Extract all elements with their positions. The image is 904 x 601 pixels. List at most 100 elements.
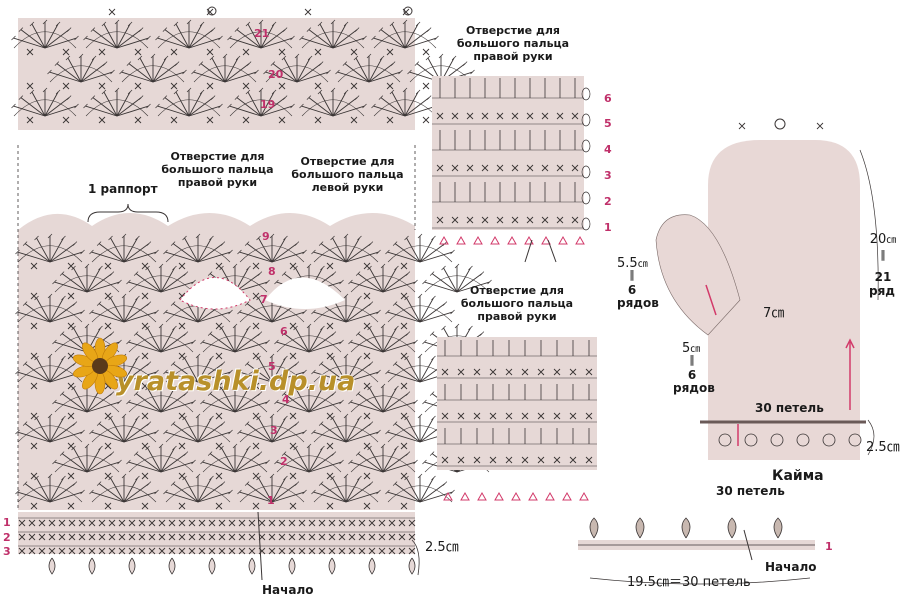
row-number-5: 5 [268,360,276,373]
sc-symbol [108,533,116,541]
sc-symbol [134,48,142,56]
chain-loop [581,87,591,101]
thumb-hole-left-label: Отверстие для большого пальца левой руки [291,155,404,194]
sc-symbol [398,519,406,527]
sc-symbol [178,262,186,270]
row-number-2: 2 [280,455,288,468]
sc-symbol [268,533,276,541]
sc-symbol [400,322,408,330]
chain-loop [581,217,591,231]
sc-symbol [348,533,356,541]
sc-symbol [26,82,34,90]
ring-symbol [403,6,413,16]
shell-motif [163,413,233,443]
start-triangle [473,235,483,245]
length-eq: ‖ [880,248,886,261]
sc-symbol [67,442,75,450]
stitches-label: 30 петель [755,401,824,415]
sc-symbol [98,82,106,90]
sc-symbol [358,547,366,555]
sc-symbol [218,533,226,541]
lower-rows: 6 [687,368,697,382]
sc-symbol [441,412,449,420]
sc-symbol [541,112,549,120]
sc-symbol [48,547,56,555]
sc-symbol [178,519,186,527]
sc-symbol [585,412,593,420]
sc-symbol [252,412,260,420]
sc-symbol [298,547,306,555]
sc-symbol [108,547,116,555]
picot-leaf [128,557,136,575]
sc-symbol [436,164,444,172]
shell-motif [200,443,270,473]
sc-symbol [30,382,38,390]
sc-symbol [158,533,166,541]
sc-symbol [18,547,26,555]
thumb-hole-right [179,277,251,310]
sc-symbol [178,533,186,541]
sc-symbol [348,519,356,527]
row-number-8: 8 [268,265,276,278]
cuff-picot [770,433,784,447]
sc-symbol [278,533,286,541]
sc-symbol [58,547,66,555]
sc-symbol [28,547,36,555]
sc-symbol [62,116,70,124]
sc-symbol [526,216,534,224]
shell-motif [89,293,159,323]
sc-symbol [178,412,186,420]
sc-symbol [148,519,156,527]
sc-symbol [314,48,322,56]
sc-symbol [252,472,260,480]
sc-symbol [178,547,186,555]
row-number-7: 7 [260,293,268,306]
thumb-top-bg [432,76,584,230]
sc-symbol [289,502,297,510]
sc-symbol [289,442,297,450]
sc-symbol [248,533,256,541]
shell-motif [227,87,295,117]
thumb-gap [524,239,557,263]
edging-row-1: 1 [825,540,833,553]
thumb-chart-bottom [437,337,597,501]
cuff-picot [744,433,758,447]
sc-symbol [457,456,465,464]
sc-symbol [141,322,149,330]
shell-motif [227,19,295,49]
sc-symbol [386,82,394,90]
sc-symbol [318,519,326,527]
sc-symbol [466,216,474,224]
sc-symbol [252,442,260,450]
sc-symbol [58,519,66,527]
sc-symbol [436,216,444,224]
sc-symbol [521,412,529,420]
sc-symbol [168,533,176,541]
sc-symbol [68,547,76,555]
sc-symbol [238,547,246,555]
thumb-chart-top [432,76,591,263]
sc-symbol [170,82,178,90]
cuff-picot [718,433,732,447]
sc-symbol [400,472,408,480]
sc-symbol [288,533,296,541]
sc-symbol [238,533,246,541]
shell-motif [348,383,418,413]
sc-symbol [148,533,156,541]
edging-sample [578,517,815,585]
shell-motif [47,53,115,83]
sc-symbol [422,82,430,90]
sc-symbol [541,164,549,172]
start-triangle [511,491,521,501]
sc-symbol [378,533,386,541]
sc-symbol [308,547,316,555]
edge-width-label: 2.5㎝ [425,540,459,555]
edging-width: 19.5㎝＝30 петель [627,575,751,590]
picot-leaf [727,517,737,539]
sc-symbol [378,547,386,555]
sc-symbol [400,292,408,300]
shell-motif [299,87,367,117]
lower-eq: ‖ [689,353,695,366]
shell-motif [89,413,159,443]
sc-symbol [288,547,296,555]
